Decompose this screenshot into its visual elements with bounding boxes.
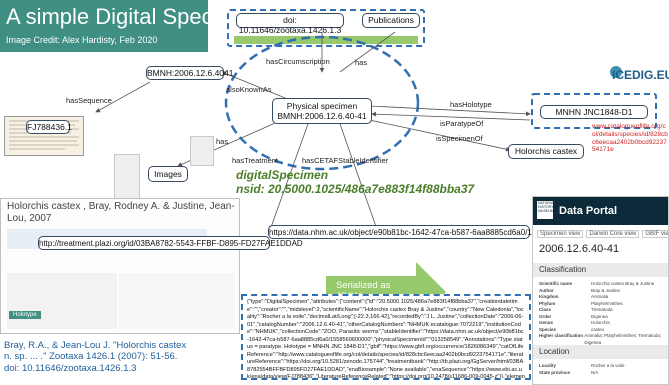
edge-hasSequence: hasSequence [66, 96, 112, 105]
edge-hasCircumscription: hasCircumscription [266, 57, 330, 66]
specimen-photo [114, 154, 140, 200]
paper-heading: Holorchis castex , Bray, Rodney A. & Jus… [7, 201, 235, 224]
location-bar: Location [533, 345, 668, 359]
edge-has-top: has [355, 58, 368, 67]
edge-alsoKnownAs: alsoKnownAs [226, 85, 272, 94]
nhm-logo: NATURAL HISTORY MUSEUM [537, 201, 554, 219]
holorchis-node: Holorchis castex [508, 144, 584, 159]
edge-has-left: has [216, 137, 229, 146]
mnhn-node: MNHN JNC1848-D1 [540, 105, 648, 119]
location-heading: Location [539, 347, 570, 356]
specimen-image-2 [190, 136, 214, 166]
title-banner: A simple Digital Specimen Image Credit: … [0, 0, 260, 52]
edge-isSpecimenOf: isSpecimenOf [436, 134, 483, 143]
mnhn-frame [531, 93, 657, 129]
fj-node: FJ788436.1 [26, 120, 72, 134]
nhm-data-portal: NATURAL HISTORY MUSEUM Data Portal Speci… [532, 196, 669, 385]
logo-globe-icon [610, 66, 622, 78]
portal-record-id: 2006.12.6.40-41 [539, 243, 620, 255]
classification-bar: Classification [533, 263, 668, 277]
plazi-url-node[interactable]: http://treatment.plazi.org/id/03BA8782-5… [38, 236, 303, 250]
physical-specimen-node: Physical specimen BMNH:2006.12.6.40-41 [272, 98, 372, 124]
treatment-paper-screenshot: Holorchis castex , Bray, Rodney A. & Jus… [0, 198, 240, 334]
doi-node: doi: 10.11646/zootaxa.1426.1.3 [236, 13, 344, 35]
paper-metadata-table [7, 273, 117, 329]
publications-green-bar [234, 36, 418, 44]
tab-darwin-core-view[interactable]: Darwin Core view [586, 230, 640, 238]
image-credit: Image Credit: Alex Hardisty, Feb 2020 [6, 35, 158, 45]
tab-gbif-view[interactable]: GBIF view [642, 230, 668, 238]
classification-heading: Classification [539, 265, 587, 274]
portal-tabs: Specimen view Darwin Core view GBIF view [537, 230, 668, 238]
publications-frame [227, 9, 425, 47]
paper-subheading: Holotype [9, 311, 41, 319]
tab-specimen-view[interactable]: Specimen view [537, 230, 584, 238]
physical-specimen-label: Physical specimen [286, 101, 358, 111]
images-node: Images [148, 166, 188, 182]
citation-line-2: n. sp. ... ." Zootaxa 1426.1 (2007): 51-… [4, 351, 178, 363]
col-link[interactable]: www.catalogueoflife.org/col/details/spec… [592, 123, 668, 154]
edge-hasTreatment: hasTreatment [232, 156, 278, 165]
json-record: {"type":"DigitalSpecimen","attributes":{… [241, 294, 531, 380]
edge-hasCETAFStableIdentifier: hasCETAFStableIdentifier [302, 156, 389, 165]
edge-hasHolotype: hasHolotype [450, 100, 492, 109]
digital-specimen-label: digitalSpecimen nsid: 20.5000.1025/486a7… [236, 168, 475, 196]
page-title: A simple Digital Specimen [6, 4, 261, 29]
edge-isParatypeOf: isParatypeOf [440, 119, 484, 128]
icedig-logo: ICEDIG.EU [610, 66, 669, 82]
physical-specimen-id: BMNH:2006.12.6.40-41 [277, 110, 367, 121]
bmnh-node: BMNH:2006.12.6.4041 [146, 66, 234, 80]
portal-title: Data Portal [559, 205, 618, 217]
publications-node: Publications [362, 13, 420, 28]
citation: Bray, R.A., & Jean-Lou J. "Holorchis cas… [4, 340, 240, 374]
paper-metadata-values [119, 273, 235, 329]
nhm-url-node[interactable]: https://data.nhm.ac.uk/object/e90b81bc-1… [268, 225, 585, 239]
citation-line-3: doi: 10.11646/zootaxa.1426.1.3 [4, 362, 137, 374]
portal-header: NATURAL HISTORY MUSEUM Data Portal [533, 197, 668, 225]
citation-line-1: Bray, R.A., & Jean-Lou J. "Holorchis cas… [4, 340, 187, 351]
